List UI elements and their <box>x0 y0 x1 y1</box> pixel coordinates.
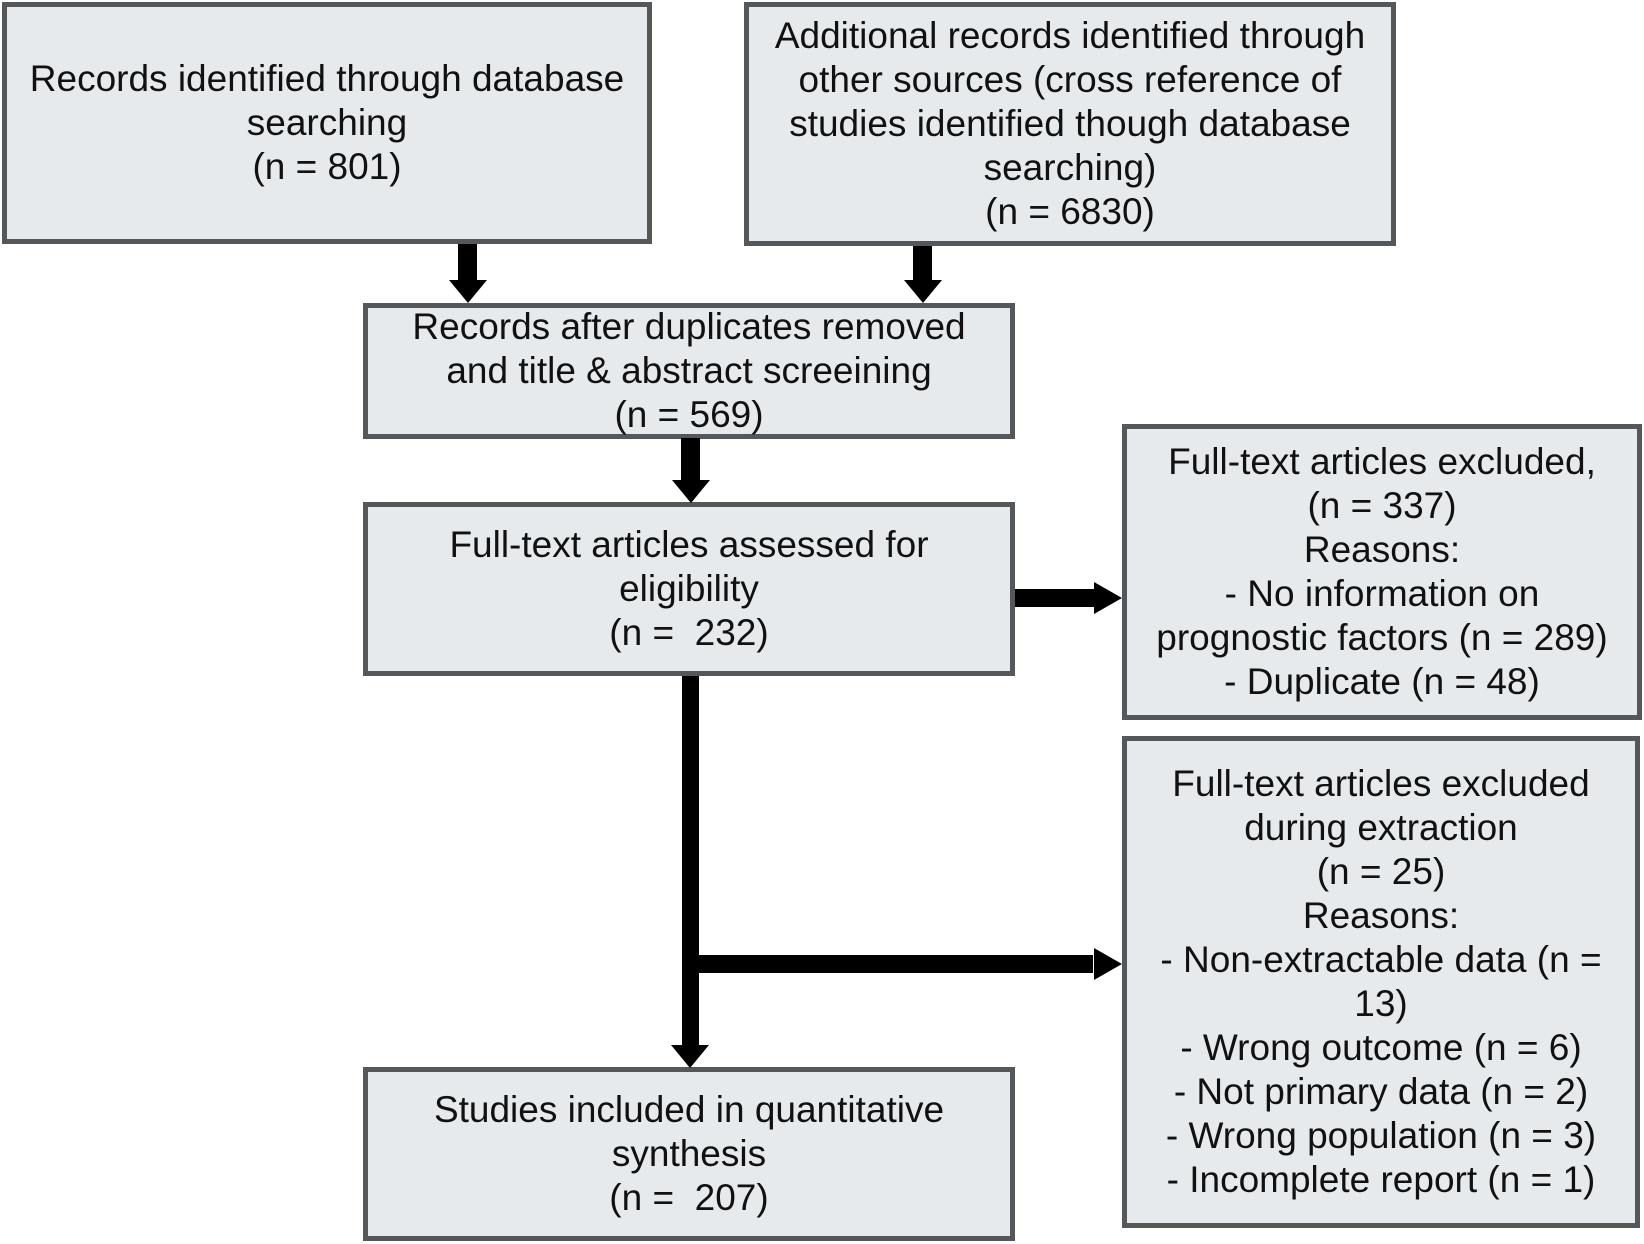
box-excluded-during-extraction: Full-text articles excluded during extra… <box>1122 736 1640 1228</box>
arrow-shaft <box>681 438 700 480</box>
arrow-shaft <box>682 676 699 1046</box>
arrow-down-icon <box>671 1045 709 1068</box>
arrow-down-icon <box>449 280 487 303</box>
box-records-after-duplicates-removed: Records after duplicates removed and tit… <box>363 303 1015 439</box>
arrow-shaft <box>690 955 1093 973</box>
arrow-down-icon <box>904 280 942 303</box>
arrow-shaft <box>913 246 932 280</box>
box-additional-records-other-sources: Additional records identified through ot… <box>744 2 1396 246</box>
arrow-down-icon <box>672 480 710 503</box>
arrow-shaft <box>1015 589 1095 607</box>
arrow-right-icon <box>1094 582 1122 614</box>
box-fulltext-excluded: Full-text articles excluded, (n = 337) R… <box>1122 424 1642 720</box>
box-fulltext-assessed-eligibility: Full-text articles assessed for eligibil… <box>363 502 1015 676</box>
box-included-quantitative-synthesis: Studies included in quantitative synthes… <box>363 1067 1015 1241</box>
arrow-shaft <box>458 244 477 280</box>
arrow-right-icon <box>1094 948 1122 980</box>
box-records-identified-database: Records identified through database sear… <box>2 2 652 244</box>
